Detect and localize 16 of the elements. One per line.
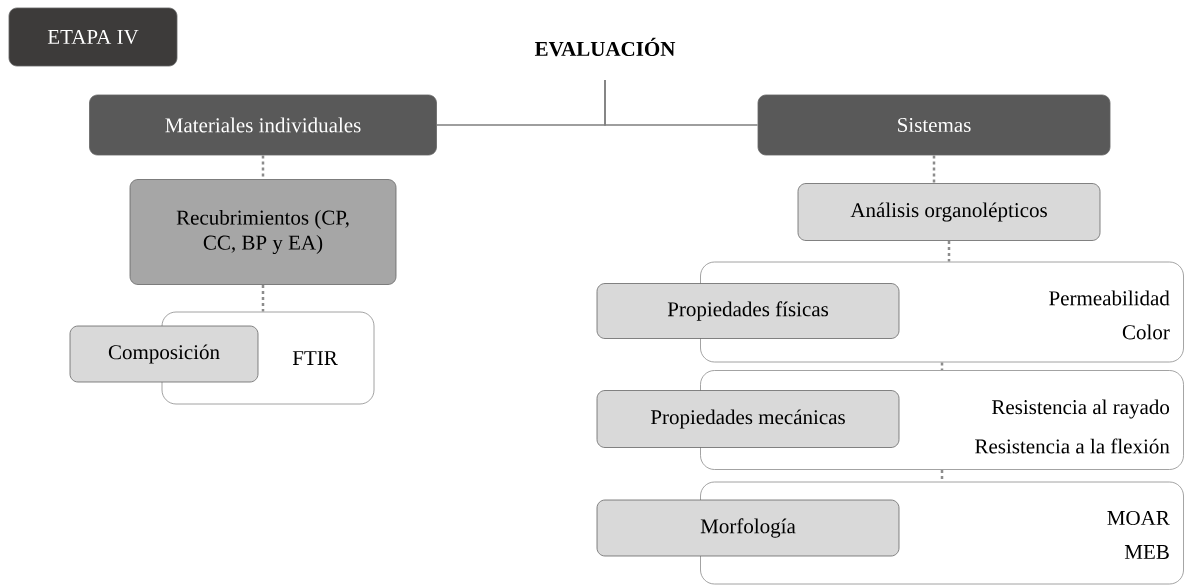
heading-text: EVALUACIÓN — [534, 37, 676, 57]
connector-line — [604, 79, 759, 126]
stage-box: ETAPA IV — [8, 7, 178, 67]
dotted-connector — [947, 240, 951, 262]
category-box: Materiales individuales — [89, 94, 437, 156]
test-box: Análisis organolépticos — [797, 183, 1101, 241]
test-box: Propiedades mecánicas — [596, 390, 900, 448]
test-box: Propiedades físicas — [596, 283, 900, 339]
test-box: Morfología — [596, 499, 900, 557]
dotted-connector — [932, 155, 936, 184]
test-box: Composición — [69, 325, 259, 383]
dotted-connector — [940, 362, 944, 371]
category-box: Sistemas — [757, 94, 1111, 156]
dotted-connector — [940, 469, 944, 482]
group-box: Recubrimientos (CP, CC, BP y EA) — [129, 179, 397, 285]
dotted-connector — [261, 284, 265, 312]
